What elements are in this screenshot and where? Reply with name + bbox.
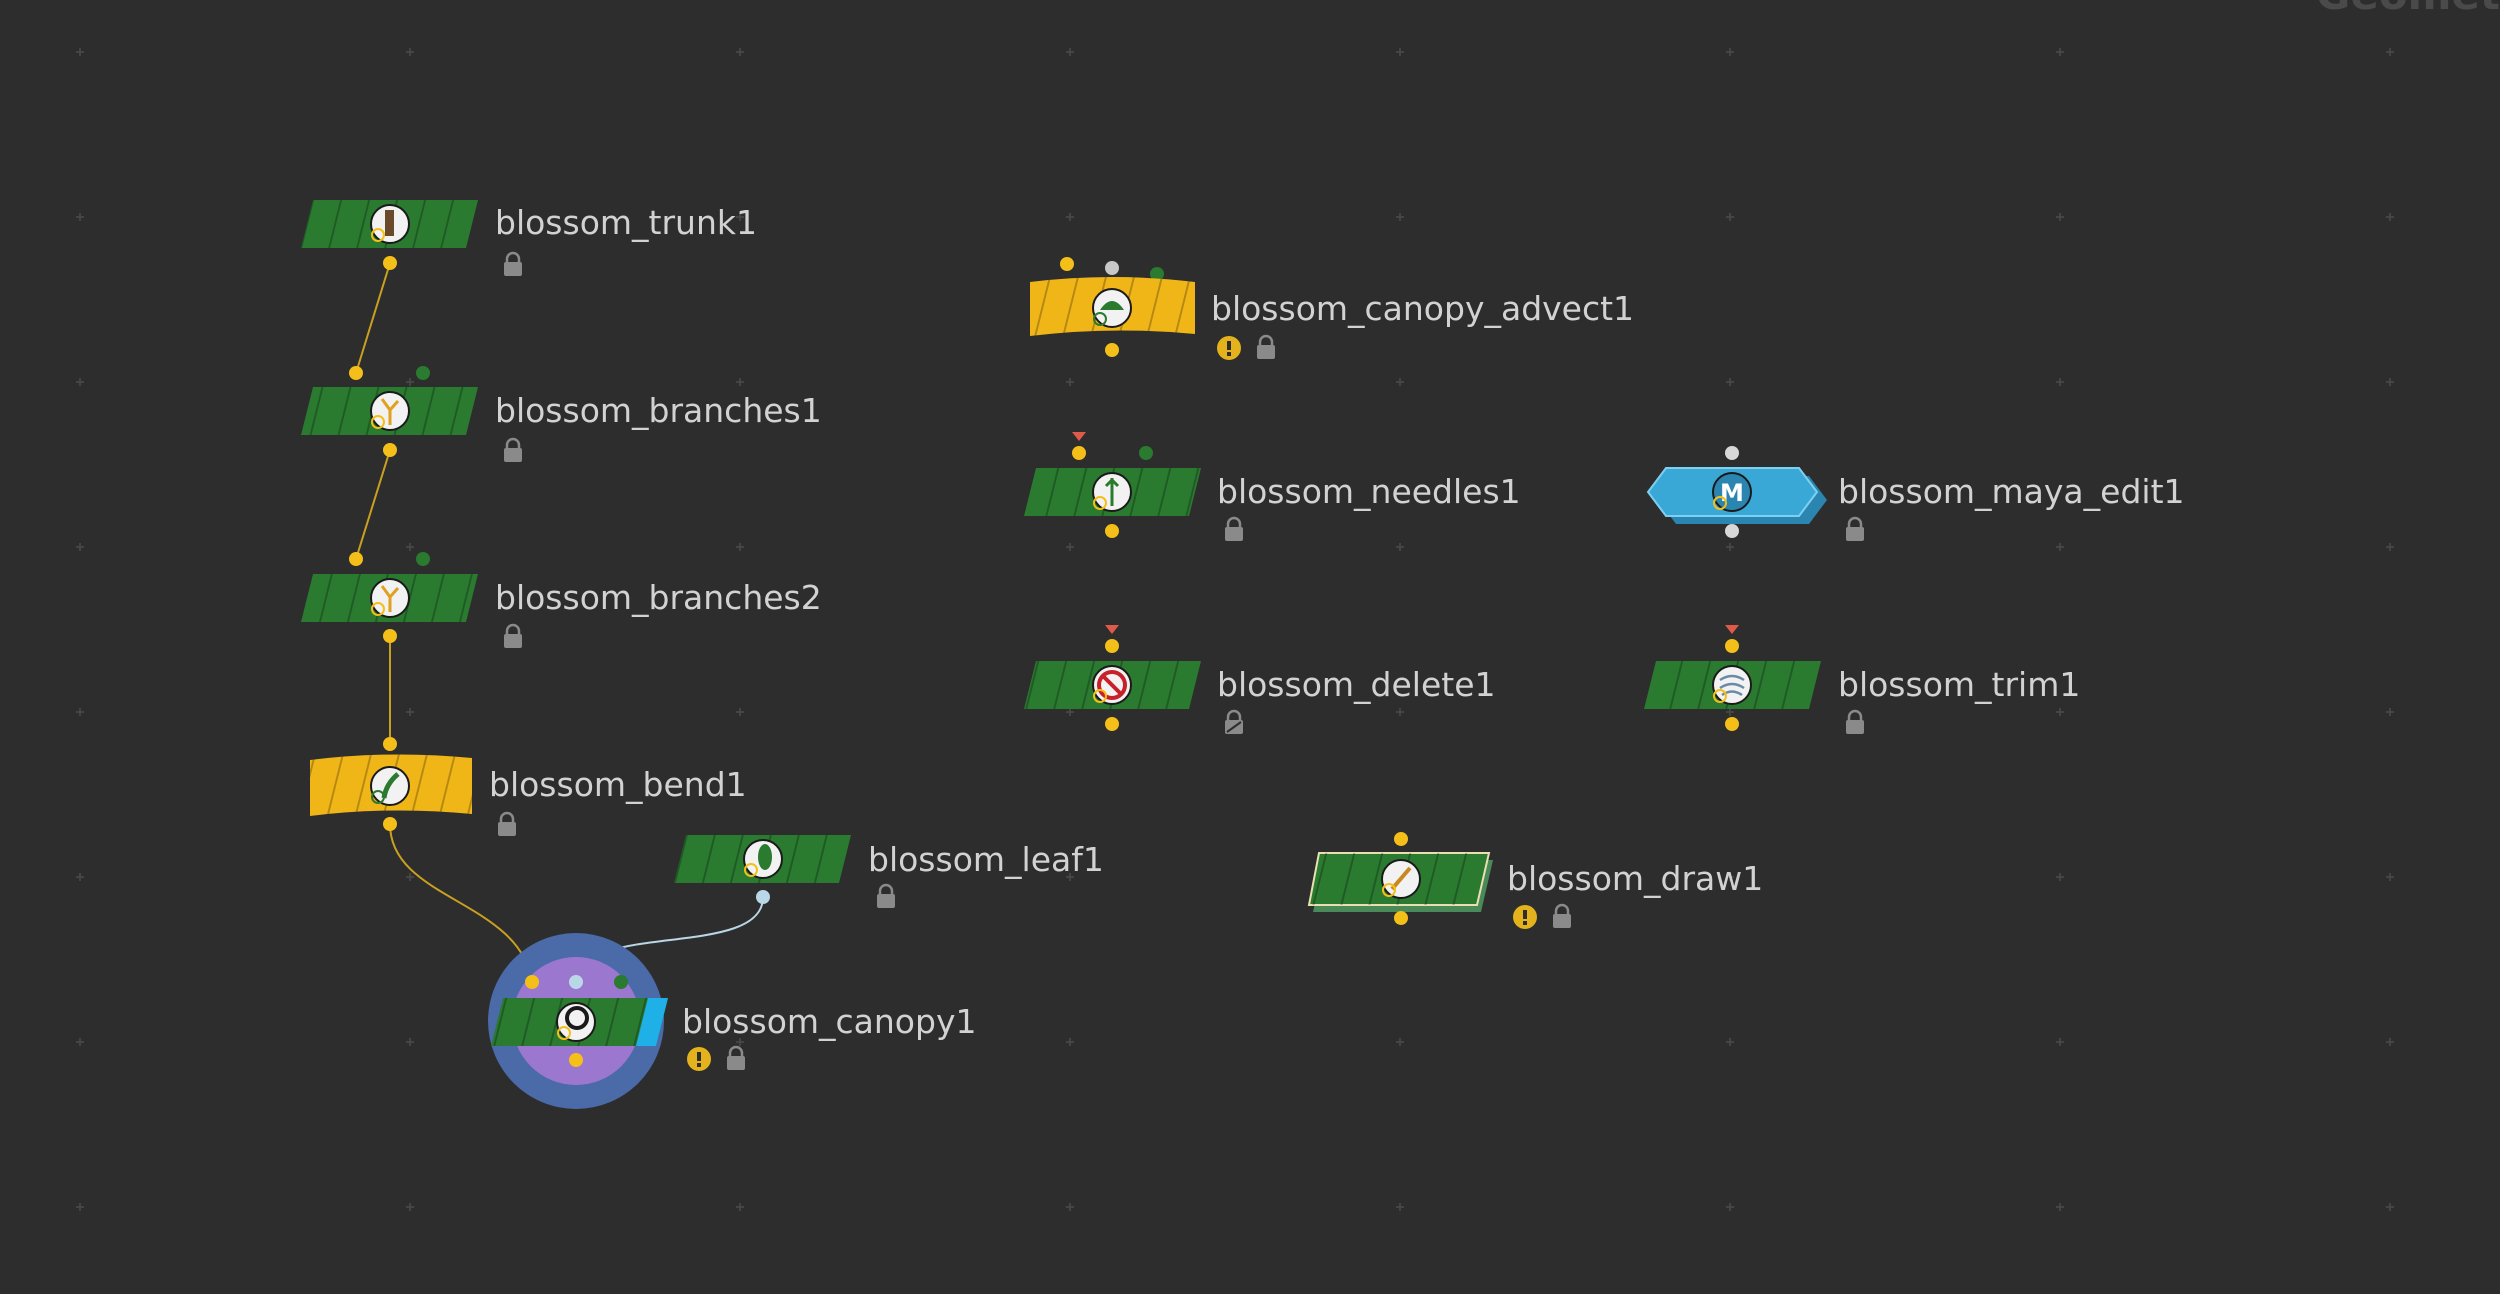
lock-icon — [504, 623, 522, 648]
input-connector-secondary[interactable] — [416, 366, 430, 380]
input-connector-secondary[interactable] — [1139, 446, 1153, 460]
warning-icon — [1513, 905, 1537, 929]
node-blossom-trunk1[interactable] — [301, 200, 522, 276]
render-flag-icon — [557, 1026, 571, 1040]
output-connector[interactable] — [1105, 717, 1119, 731]
node-blossom-needles1[interactable] — [1024, 432, 1243, 541]
wire-bend-canopy — [389, 823, 533, 983]
node-blossom-delete1[interactable] — [1024, 625, 1243, 734]
node-label-blossom-delete1[interactable]: blossom_delete1 — [1217, 665, 1496, 704]
input-connector[interactable] — [1725, 639, 1739, 653]
output-connector[interactable] — [383, 817, 397, 831]
node-blossom-leaf1[interactable] — [674, 835, 895, 908]
output-connector[interactable] — [383, 443, 397, 457]
node-blossom-branches1[interactable] — [301, 366, 522, 462]
warning-icon — [687, 1047, 711, 1071]
input-connector[interactable] — [383, 737, 397, 751]
input-connector[interactable] — [1105, 639, 1119, 653]
input-connector[interactable] — [1060, 257, 1074, 271]
input-connector[interactable] — [525, 975, 539, 989]
input-connector[interactable] — [349, 366, 363, 380]
bypass-flag-icon — [1072, 432, 1086, 441]
render-flag-icon — [1713, 496, 1727, 510]
output-connector[interactable] — [383, 256, 397, 270]
grid-dots — [76, 48, 2394, 1211]
wire-trunk-branches1 — [355, 262, 391, 374]
node-label-blossom-trunk1[interactable]: blossom_trunk1 — [495, 203, 757, 242]
node-label-blossom-maya-edit1[interactable]: blossom_maya_edit1 — [1838, 472, 2185, 511]
node-label-blossom-branches1[interactable]: blossom_branches1 — [495, 391, 822, 430]
warning-icon — [1217, 336, 1241, 360]
node-blossom-bend1[interactable] — [310, 737, 516, 836]
lock-icon — [727, 1045, 745, 1070]
render-flag-icon — [371, 228, 385, 242]
node-label-blossom-draw1[interactable]: blossom_draw1 — [1507, 859, 1764, 898]
bypass-flag-icon — [1105, 625, 1119, 634]
lock-icon — [504, 251, 522, 276]
node-label-blossom-leaf1[interactable]: blossom_leaf1 — [868, 840, 1104, 879]
output-connector[interactable] — [1725, 717, 1739, 731]
lock-icon — [877, 883, 895, 908]
input-connector-secondary[interactable] — [1150, 267, 1164, 281]
maya-icon — [1712, 472, 1752, 512]
input-connector[interactable] — [349, 552, 363, 566]
node-label-blossom-canopy1[interactable]: blossom_canopy1 — [682, 1002, 977, 1041]
lock-icon — [1846, 516, 1864, 541]
wire-branches1-branches2 — [355, 449, 391, 560]
lock-icon — [1846, 709, 1864, 734]
output-connector[interactable] — [1394, 911, 1408, 925]
bypass-flag-icon — [1725, 625, 1739, 634]
input-connector[interactable] — [1725, 446, 1739, 460]
display-flag[interactable] — [636, 998, 668, 1046]
lock-icon — [1225, 516, 1243, 541]
node-blossom-branches2[interactable] — [301, 552, 522, 648]
node-label-blossom-trim1[interactable]: blossom_trim1 — [1838, 665, 2081, 704]
output-connector[interactable] — [756, 890, 770, 904]
network-context-label: Geomet — [2316, 0, 2500, 19]
lock-icon — [504, 437, 522, 462]
render-flag-icon — [1713, 689, 1727, 703]
input-connector[interactable] — [1394, 832, 1408, 846]
node-blossom-trim1[interactable] — [1644, 625, 1864, 734]
node-blossom-maya-edit1[interactable]: M — [1646, 446, 1864, 541]
render-flag-icon — [1382, 883, 1396, 897]
input-connector[interactable] — [1072, 446, 1086, 460]
node-blossom-canopy-advect1[interactable] — [1030, 257, 1275, 360]
node-blossom-draw1[interactable] — [1307, 832, 1571, 929]
render-flag-icon — [1093, 689, 1107, 703]
maya-icon-letter: M — [1720, 479, 1744, 507]
output-connector[interactable] — [1105, 343, 1119, 357]
node-label-blossom-canopy-advect1[interactable]: blossom_canopy_advect1 — [1211, 289, 1635, 328]
soft-lock-icon — [1225, 709, 1243, 734]
input-connector-secondary[interactable] — [614, 975, 628, 989]
output-connector[interactable] — [1725, 524, 1739, 538]
node-label-blossom-needles1[interactable]: blossom_needles1 — [1217, 472, 1521, 511]
input-connector-secondary[interactable] — [416, 552, 430, 566]
input-connector[interactable] — [1105, 261, 1119, 275]
input-connector[interactable] — [569, 975, 583, 989]
lock-icon — [498, 811, 516, 836]
render-flag-icon — [371, 415, 385, 429]
render-flag-icon — [371, 790, 385, 804]
lock-icon — [1257, 334, 1275, 359]
node-label-blossom-branches2[interactable]: blossom_branches2 — [495, 578, 822, 617]
node-label-blossom-bend1[interactable]: blossom_bend1 — [489, 765, 747, 804]
output-connector[interactable] — [1105, 524, 1119, 538]
lock-icon — [1553, 903, 1571, 928]
render-flag-icon — [1093, 496, 1107, 510]
render-flag-icon — [744, 863, 758, 877]
render-flag-icon — [1093, 312, 1107, 326]
render-flag-icon — [371, 602, 385, 616]
output-connector[interactable] — [383, 629, 397, 643]
node-blossom-canopy1[interactable] — [488, 933, 745, 1109]
output-connector[interactable] — [569, 1053, 583, 1067]
